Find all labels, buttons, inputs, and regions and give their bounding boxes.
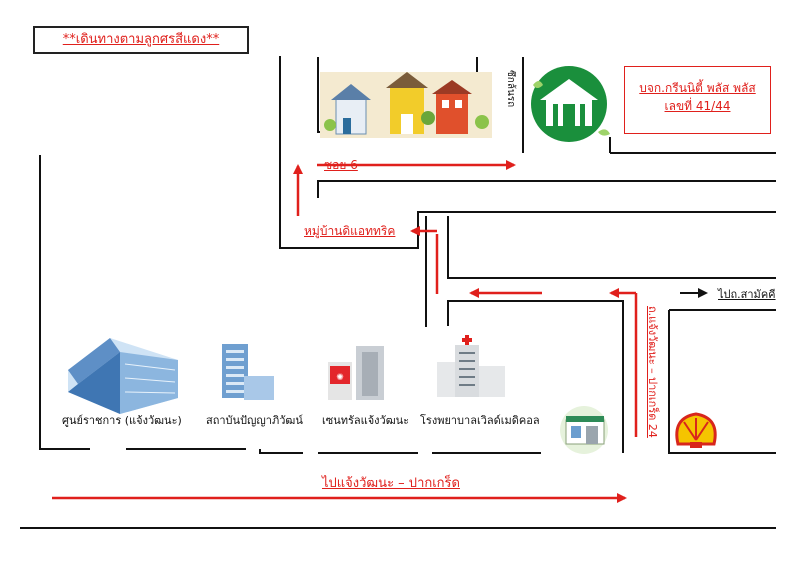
company-name: บจก.กรีนนิตี้ พลัส พลัส [639,81,756,95]
government-complex-icon [68,338,178,414]
to-samakkhi-label: ไปถ.สามัคคี [718,288,776,301]
landmark-institute-label: สถาบันปัญญาภิวัฒน์ [206,414,303,427]
main-road-label: ไปแจ้งวัฒนะ – ปากเกร็ด [322,476,460,491]
company-house-icon [531,66,610,142]
title-banner: **เดินทางตามลูกศรสีแดง** [33,26,249,54]
hospital-icon [437,335,505,397]
chaeng-pakkret-label: ถ.แจ้งวัฒนะ – ปากเกร็ด 24 [646,306,659,438]
landmark-central-label: เซนทรัลแจ้งวัฒนะ [322,414,410,427]
page-title: **เดินทางตามลูกศรสีแดง** [62,32,220,47]
village-houses-icon [320,72,492,138]
village-label: หมู่บ้านดิแอททริค [304,224,396,238]
convenience-store-icon [560,406,608,454]
institute-building-icon [222,344,274,400]
near-company-label: ซึกล้นรถ [505,70,516,108]
landmark-government-label: ศูนย์ราชการ (แจ้งวัฒนะ) [62,414,182,427]
route-arrows [52,160,638,503]
svg-text:✺: ✺ [336,373,344,383]
soi6-label: ซอย 6 [324,158,358,172]
landmark-hospital-label: โรงพยาบาลเวิลด์เมดิคอล [420,414,540,427]
central-mall-icon: ✺ [328,346,384,400]
road-lines [20,56,776,529]
company-info-box: บจก.กรีนนิตี้ พลัส พลัส เลขที่ 41/44 [624,66,771,134]
shell-icon [675,412,717,448]
company-number: เลขที่ 41/44 [664,99,731,113]
